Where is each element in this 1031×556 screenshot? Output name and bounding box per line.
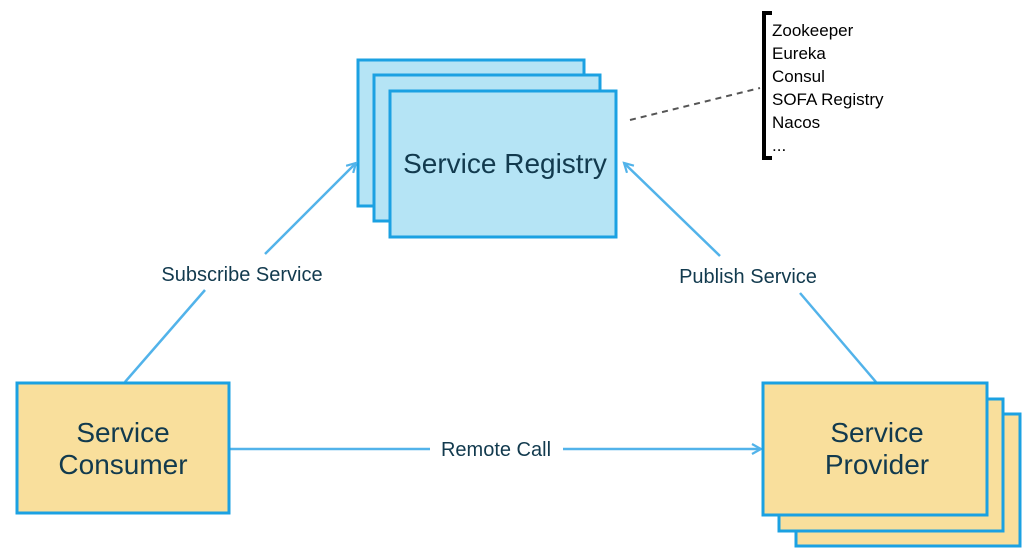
registry-label: Service Registry — [403, 148, 607, 179]
subscribe-arrow-upper — [264, 163, 356, 255]
list-bracket — [762, 11, 772, 160]
registry-box — [388, 89, 618, 239]
subscribe-edge: Subscribe Service — [124, 163, 356, 383]
provider-label-line1: Service — [830, 417, 923, 448]
list-item-ellipsis: ... — [772, 136, 786, 155]
publish-label: Publish Service — [679, 266, 817, 288]
consumer-box — [15, 381, 231, 515]
list-item-zookeeper: Zookeeper — [772, 21, 854, 40]
list-item-nacos: Nacos — [772, 113, 820, 132]
registry-options-list: Zookeeper Eureka Consul SOFA Registry Na… — [762, 11, 884, 160]
publish-edge: Publish Service — [624, 163, 877, 383]
list-item-eureka: Eureka — [772, 44, 826, 63]
service-consumer-node: Service Consumer — [15, 381, 231, 515]
registry-options-connector — [629, 87, 761, 121]
service-provider-node: Service Provider — [761, 381, 1022, 548]
publish-arrow-upper — [624, 163, 721, 257]
remote-call-edge: Remote Call — [230, 439, 761, 461]
subscribe-arrow-lower — [124, 289, 206, 383]
service-registry-node: Service Registry — [356, 58, 618, 239]
list-item-consul: Consul — [772, 67, 825, 86]
consumer-label-line2: Consumer — [58, 449, 187, 480]
publish-arrow-lower — [799, 292, 877, 383]
consumer-label-line1: Service — [76, 417, 169, 448]
subscribe-label: Subscribe Service — [161, 264, 322, 286]
list-item-sofa-registry: SOFA Registry — [772, 90, 884, 109]
remote-call-label: Remote Call — [441, 439, 551, 461]
provider-box — [761, 381, 989, 517]
provider-label-line2: Provider — [825, 449, 929, 480]
